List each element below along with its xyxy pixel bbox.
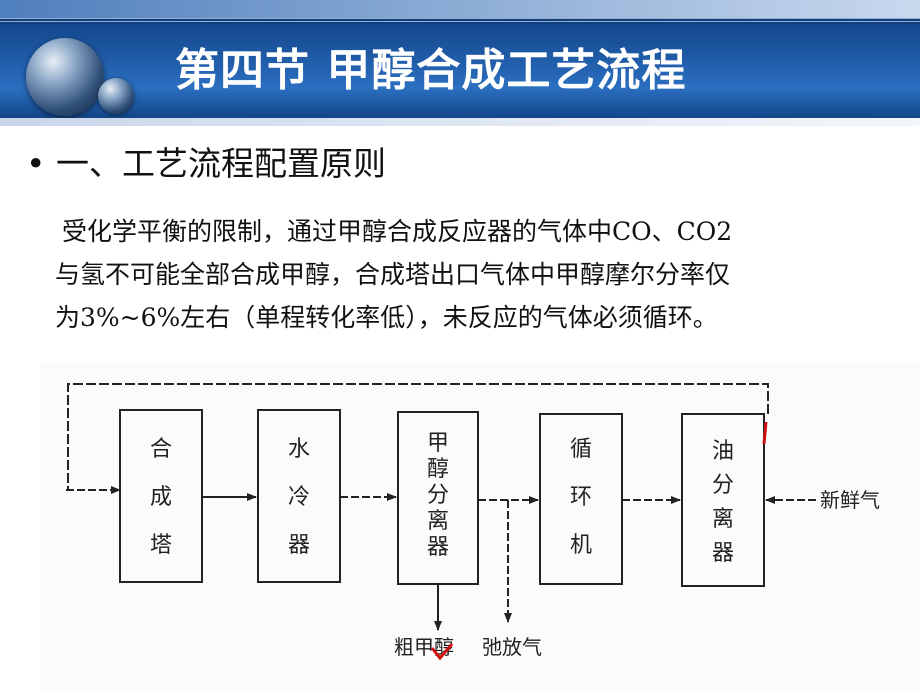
box-char: 塔 xyxy=(150,533,172,558)
header-stripes xyxy=(0,18,920,24)
recycle-line xyxy=(67,383,769,490)
bullet-heading: • 一、工艺流程配置原则 xyxy=(26,140,386,188)
purge-gas-label: 弛放气 xyxy=(482,635,542,659)
box-char: 离 xyxy=(712,507,734,532)
fresh-gas-label: 新鲜气 xyxy=(820,488,880,512)
bullet-heading-text: 一、工艺流程配置原则 xyxy=(56,144,386,183)
header-bottom-band xyxy=(0,118,920,126)
box-char: 离 xyxy=(427,509,449,534)
box-char: 分 xyxy=(712,473,734,498)
paragraph-line-1: 受化学平衡的限制，通过甲醇合成反应器的气体中CO、CO2 xyxy=(62,217,733,246)
box-char: 醇 xyxy=(427,457,449,482)
crude-methanol-label: 粗甲醇 xyxy=(394,635,454,659)
body-paragraph: 受化学平衡的限制，通过甲醇合成反应器的气体中CO、CO2 与氢不可能全部合成甲醇… xyxy=(55,210,900,339)
paragraph-line-3: 为3%~6%左右（单程转化率低），未反应的气体必须循环。 xyxy=(55,303,718,332)
box-char: 环 xyxy=(570,485,592,510)
decorative-sphere-large xyxy=(26,38,104,116)
box-char: 分 xyxy=(427,483,449,508)
process-flow-diagram: 合 成 塔 水 冷 器 甲 醇 分 离 器 循 环 机 油 分 离 器 新鲜气 … xyxy=(40,362,920,690)
decorative-sphere-small xyxy=(98,78,134,114)
slide-title: 第四节 甲醇合成工艺流程 xyxy=(175,45,687,96)
box-char: 循 xyxy=(570,437,592,462)
box-char: 合 xyxy=(150,437,172,462)
header-top-band xyxy=(0,0,920,18)
oil-separator-box xyxy=(681,413,765,587)
slide-header: 第四节 甲醇合成工艺流程 xyxy=(0,0,920,126)
bullet-dot-icon: • xyxy=(26,144,46,183)
paragraph-line-2: 与氢不可能全部合成甲醇，合成塔出口气体中甲醇摩尔分率仅 xyxy=(55,260,731,289)
box-char: 甲 xyxy=(427,431,449,456)
box-char: 油 xyxy=(712,439,734,464)
box-char: 器 xyxy=(712,541,734,566)
box-char: 水 xyxy=(288,437,310,462)
box-char: 成 xyxy=(150,485,172,510)
flow-diagram-svg: 合 成 塔 水 冷 器 甲 醇 分 离 器 循 环 机 油 分 离 器 新鲜气 … xyxy=(66,383,880,661)
box-char: 机 xyxy=(570,533,592,558)
box-char: 冷 xyxy=(288,485,310,510)
red-mark-upper xyxy=(762,421,768,445)
box-char: 器 xyxy=(427,535,449,560)
box-char: 器 xyxy=(288,533,310,558)
red-mark-lower xyxy=(430,643,454,661)
